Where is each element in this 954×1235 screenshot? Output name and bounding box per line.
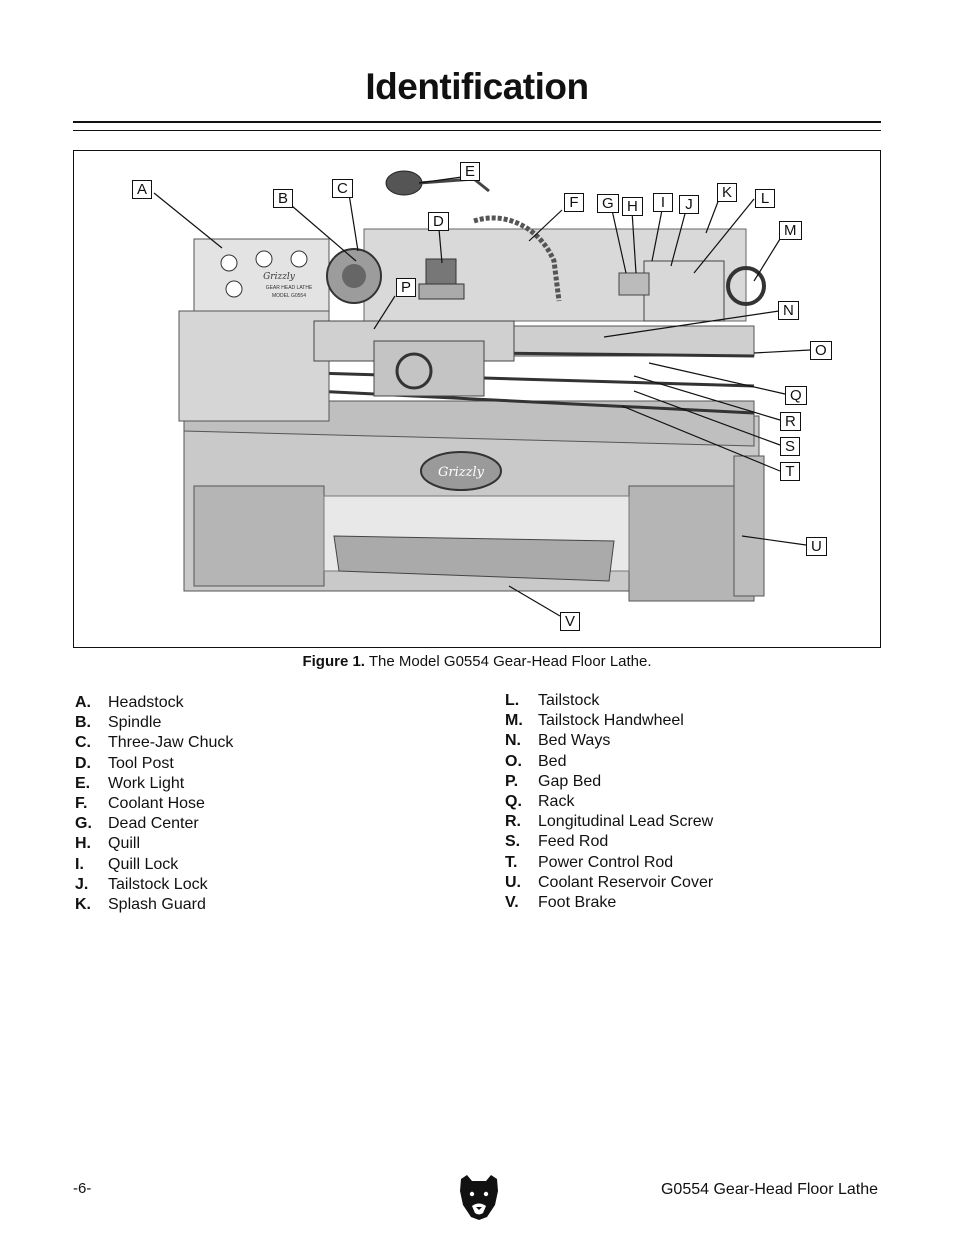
callout-c: C [332, 179, 353, 198]
list-item: O.Bed [505, 752, 567, 770]
callout-h: H [622, 197, 643, 216]
headstock-plate-line2: MODEL G0554 [272, 293, 306, 299]
caption-prefix: Figure 1. [302, 653, 365, 670]
callout-i: I [653, 193, 673, 212]
parts-list-left: A.Headstock B.Spindle C.Three-Jaw Chuck … [75, 693, 233, 915]
list-item: B.Spindle [75, 714, 162, 732]
figure-caption: Figure 1. The Model G0554 Gear-Head Floo… [0, 653, 954, 670]
footer-title: G0554 Gear-Head Floor Lathe [660, 1181, 878, 1198]
list-item: C.Three-Jaw Chuck [75, 734, 234, 752]
parts-list-right: L.Tailstock M.Tailstock Handwheel N.Bed … [505, 691, 713, 913]
brand-oval-text: Grizzly [438, 465, 485, 480]
list-item: P.Gap Bed [505, 772, 602, 790]
callout-r: R [780, 412, 801, 431]
list-item: U.Coolant Reservoir Cover [505, 873, 714, 891]
list-item: T.Power Control Rod [505, 853, 674, 871]
list-item: N.Bed Ways [505, 732, 611, 750]
page-number: -6- [73, 1180, 92, 1197]
list-item: A.Headstock [75, 694, 184, 711]
callout-o: O [810, 341, 832, 360]
headstock-brand-text: Grizzly [263, 272, 296, 282]
callout-a: A [132, 180, 153, 199]
list-item: V.Foot Brake [505, 894, 617, 912]
bear-head-icon [460, 1175, 498, 1220]
list-item: I.Quill Lock [75, 855, 179, 873]
callout-s: S [780, 437, 801, 456]
callout-q: Q [785, 386, 807, 405]
list-item: K.Splash Guard [75, 896, 206, 914]
callout-j: J [679, 195, 699, 214]
title-rule-thin [73, 130, 881, 131]
title-rule-thick [73, 121, 881, 123]
callout-f: F [564, 193, 584, 212]
callout-t: T [780, 462, 800, 481]
callout-g: G [597, 194, 619, 213]
list-item: F.Coolant Hose [75, 795, 205, 813]
list-item: E.Work Light [75, 774, 185, 792]
list-item: L.Tailstock [505, 692, 600, 709]
list-item: J.Tailstock Lock [75, 875, 208, 893]
lathe-figure: Grizzly Grizzly GEAR HEAD LATHE MODEL G0… [73, 150, 881, 648]
list-item: G.Dead Center [75, 815, 199, 833]
callout-u: U [806, 537, 827, 556]
callout-n: N [778, 301, 799, 320]
leader-lines [153, 176, 811, 617]
list-item: R.Longitudinal Lead Screw [505, 813, 714, 831]
headstock-plate-line1: GEAR HEAD LATHE [266, 285, 313, 291]
list-item: H.Quill [75, 835, 141, 853]
callout-b: B [273, 189, 294, 208]
callout-l: L [755, 189, 775, 208]
list-item: D.Tool Post [75, 754, 174, 772]
callout-m: M [779, 221, 802, 240]
page-title: Identification [365, 66, 589, 107]
lathe-illustration: Grizzly Grizzly GEAR HEAD LATHE MODEL G0… [153, 170, 811, 617]
list-item: M.Tailstock Handwheel [505, 712, 684, 730]
list-item: S.Feed Rod [505, 833, 609, 851]
callout-k: K [717, 183, 738, 202]
callout-v: V [560, 612, 581, 631]
caption-text: The Model G0554 Gear-Head Floor Lathe. [364, 653, 652, 670]
callout-e: E [460, 162, 481, 181]
list-item: Q.Rack [505, 793, 575, 811]
callout-p: P [396, 278, 417, 297]
callout-d: D [428, 212, 449, 231]
